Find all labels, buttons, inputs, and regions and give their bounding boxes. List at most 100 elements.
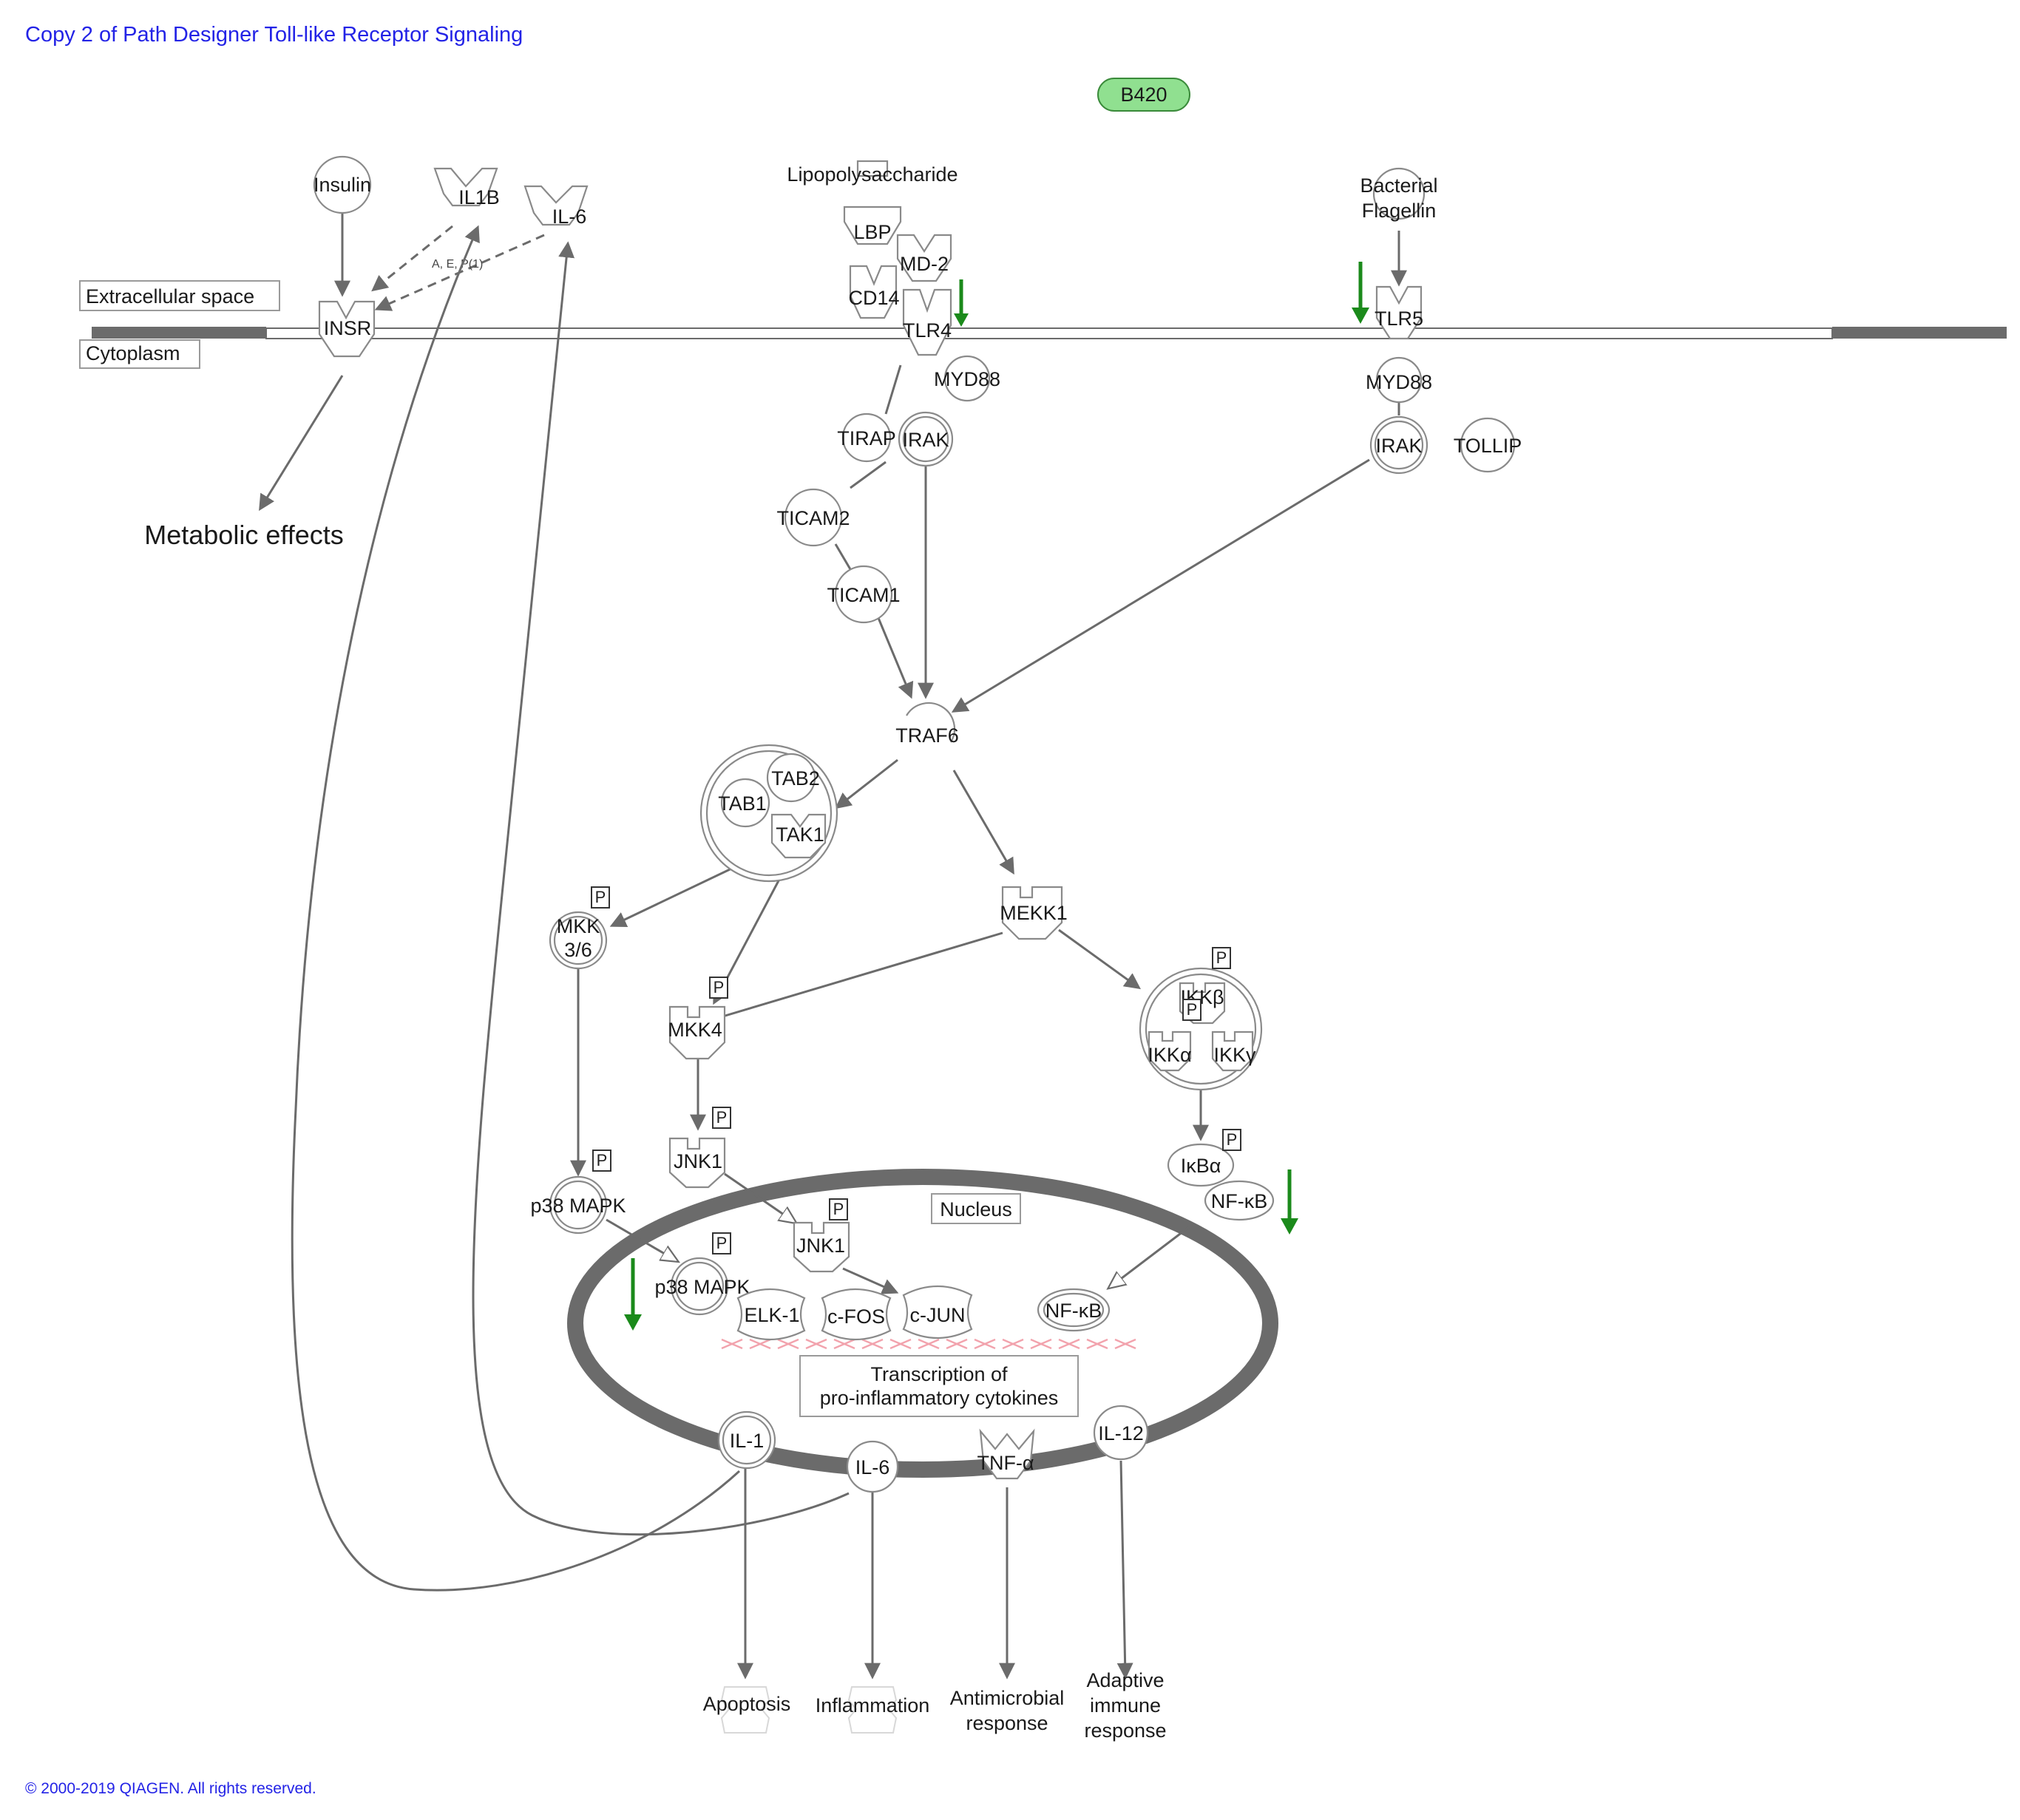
outcome-antimicrobial-response[interactable]: Antimicrobial response	[950, 1687, 1065, 1734]
svg-text:MKK: MKK	[557, 915, 600, 937]
svg-text:TAB1: TAB1	[718, 792, 767, 815]
node-mekk1[interactable]: MEKK1	[1000, 886, 1068, 940]
edge-ticam1-traf6	[877, 617, 914, 699]
node-insr[interactable]: INSR	[318, 300, 376, 358]
svg-text:NF-κB: NF-κB	[1211, 1190, 1268, 1212]
node-il1[interactable]: IL-1	[717, 1410, 776, 1470]
svg-text:TAK1: TAK1	[776, 824, 824, 846]
node-cd14[interactable]: CD14	[848, 265, 900, 319]
down-arrow-icon	[1281, 1169, 1298, 1235]
node-p38-nuclear[interactable]: p38 MAPK	[654, 1257, 750, 1316]
phospho-badge: P	[592, 1150, 611, 1172]
node-il1b[interactable]: IL1B	[433, 167, 500, 208]
outcome-inflammation[interactable]: Inflammation	[816, 1686, 930, 1734]
transcription-x-mark	[749, 1338, 771, 1350]
svg-text:c-FOS: c-FOS	[827, 1305, 885, 1328]
node-myd88-tlr5[interactable]: MYD88	[1366, 356, 1432, 404]
node-tirap[interactable]: TIRAP	[837, 412, 896, 463]
phospho-label: P	[595, 888, 606, 906]
node-tlr4[interactable]: TLR4	[902, 288, 952, 356]
node-jnk1-cyto[interactable]: JNK1	[668, 1137, 726, 1189]
node-tnfa[interactable]: TNF-α	[977, 1428, 1035, 1480]
node-traf6[interactable]: TRAF6	[895, 702, 959, 747]
node-ticam1[interactable]: TICAM1	[827, 565, 901, 624]
nodes: Insulin IL1B IL-6 Lipopolysaccharide LBP…	[313, 155, 1522, 1493]
node-lps[interactable]: Lipopolysaccharide	[787, 160, 958, 186]
nucleus-label: Nucleus	[931, 1193, 1021, 1224]
phospho-label: P	[714, 978, 725, 996]
transcription-x-mark	[1030, 1338, 1052, 1350]
svg-text:Bacterial: Bacterial	[1360, 174, 1437, 197]
edge-il1b-insr	[371, 225, 453, 292]
sample-badge[interactable]: B420	[1097, 78, 1190, 112]
svg-text:Apoptosis: Apoptosis	[703, 1693, 791, 1715]
edge-jnk1-jnk1n	[724, 1172, 796, 1223]
svg-text:3/6: 3/6	[564, 939, 592, 961]
transcription-x-mark	[1114, 1338, 1136, 1350]
node-tollip[interactable]: TOLLIP	[1454, 417, 1522, 473]
node-cjun[interactable]: c-JUN	[902, 1285, 973, 1339]
phospho-label: P	[1187, 1000, 1198, 1019]
node-irak-tlr5[interactable]: IRAK	[1369, 415, 1428, 475]
node-il6-top[interactable]: IL-6	[523, 185, 589, 228]
node-myd88-tlr4[interactable]: MYD88	[934, 355, 1000, 402]
svg-text:IκBα: IκBα	[1181, 1155, 1221, 1177]
svg-text:Cytoplasm: Cytoplasm	[86, 342, 180, 364]
node-bacterial-flagellin[interactable]: Bacterial Flagellin	[1360, 167, 1438, 222]
edge-tlr4-tirap	[884, 364, 902, 415]
svg-text:Transcription of: Transcription of	[870, 1363, 1008, 1385]
down-arrow-icon	[624, 1258, 642, 1331]
svg-text:Lipopolysaccharide: Lipopolysaccharide	[787, 163, 958, 186]
outcome-adaptive-immune-response[interactable]: Adaptive immune response	[1084, 1669, 1166, 1742]
edge-il6-insr	[374, 234, 545, 311]
node-nfkb-nuclear[interactable]: NF-κB	[1037, 1288, 1111, 1332]
lps-shape	[856, 160, 889, 177]
edge-traf6-mekk1	[952, 770, 1014, 875]
svg-text:Antimicrobial: Antimicrobial	[950, 1687, 1065, 1709]
phospho-label: P	[597, 1151, 608, 1169]
copyright-footer: © 2000-2019 QIAGEN. All rights reserved.	[25, 1780, 316, 1797]
node-nfkb-cyto[interactable]: NF-κB	[1204, 1180, 1275, 1221]
node-il12[interactable]: IL-12	[1093, 1405, 1149, 1461]
svg-text:CD14: CD14	[848, 287, 899, 309]
phospho-badge: P	[712, 1232, 731, 1254]
node-irak-tlr4[interactable]: IRAK	[898, 411, 954, 467]
svg-text:JNK1: JNK1	[674, 1150, 722, 1172]
svg-text:INSR: INSR	[324, 317, 372, 339]
transcription-box: Transcription of pro-inflammatory cytoki…	[799, 1355, 1079, 1417]
edge-il1-il1b-loop	[291, 225, 741, 1592]
edge-tirap-ticam2	[850, 461, 887, 489]
node-insulin[interactable]: Insulin	[313, 155, 372, 214]
node-mkk4[interactable]: MKK4	[668, 1005, 726, 1060]
node-il6-bottom[interactable]: IL-6	[846, 1440, 899, 1493]
node-elk1[interactable]: ELK-1	[736, 1288, 806, 1341]
svg-text:IL-6: IL-6	[855, 1456, 890, 1478]
edge-insr-metabolic	[259, 375, 344, 512]
down-arrow-icon	[1352, 262, 1369, 324]
phospho-label: P	[716, 1234, 728, 1252]
protein-shape	[896, 234, 952, 282]
receptor-shape	[849, 265, 898, 319]
phospho-badge: P	[829, 1198, 848, 1220]
node-ticam2[interactable]: TICAM2	[776, 488, 850, 547]
node-p38-cyto[interactable]: p38 MAPK	[530, 1175, 626, 1235]
node-tlr5[interactable]: TLR5	[1375, 285, 1423, 340]
svg-text:TOLLIP: TOLLIP	[1454, 435, 1522, 457]
node-lbp[interactable]: LBP	[843, 206, 902, 245]
phospho-label: P	[716, 1108, 728, 1127]
node-tab-complex[interactable]: TAB2 TAB1 TAK1	[699, 744, 838, 883]
edge-ticam2-ticam1	[834, 543, 852, 570]
node-md2[interactable]: MD-2	[896, 234, 952, 282]
node-cfos[interactable]: c-FOS	[821, 1288, 892, 1341]
node-ikba[interactable]: IκBα	[1167, 1143, 1235, 1187]
svg-text:TLR4: TLR4	[903, 319, 952, 342]
transcription-x-mark	[918, 1338, 940, 1350]
node-ikk-complex[interactable]: IKKβ IKKα IKKγ	[1139, 967, 1263, 1091]
node-jnk1-nuclear[interactable]: JNK1	[793, 1221, 850, 1273]
outcome-apoptosis[interactable]: Apoptosis	[703, 1686, 791, 1734]
protein-shape	[843, 206, 902, 245]
transcription-x-mark	[1086, 1338, 1108, 1350]
node-mkk36[interactable]: MKK 3/6	[549, 911, 608, 970]
svg-text:response: response	[966, 1712, 1048, 1734]
